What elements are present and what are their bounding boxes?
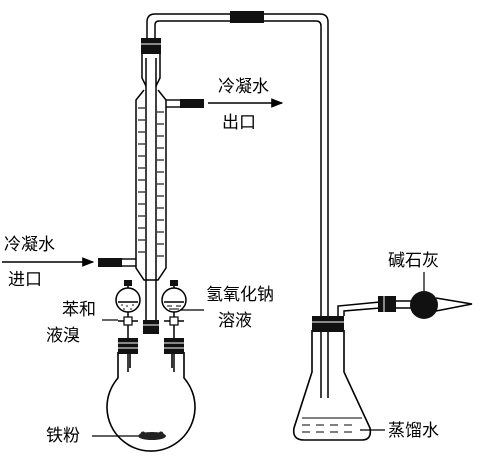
condenser-top-stopper xyxy=(141,38,161,54)
condenser-coolant-lines xyxy=(138,107,164,257)
naoh-label-line2: 溶液 xyxy=(218,311,252,331)
right-dropping-funnel xyxy=(161,284,187,372)
side-arm-tube xyxy=(337,301,381,316)
benzene-bromine-label-line1: 苯和 xyxy=(62,300,96,320)
iron-powder xyxy=(138,431,166,440)
water-outlet-label-line1: 冷凝水 xyxy=(218,77,269,97)
water-inlet-label-line1: 冷凝水 xyxy=(4,235,55,255)
water-inlet-tube xyxy=(98,258,136,267)
naoh-label-line1: 氢氧化钠 xyxy=(206,285,274,305)
benzene-bromine-label-line2: 液溴 xyxy=(46,326,80,346)
conical-flask xyxy=(292,330,372,441)
distilled-water-label: 蒸馏水 xyxy=(388,421,439,441)
tube-connector xyxy=(230,11,264,23)
water-outlet-tube xyxy=(166,99,204,108)
iron-powder-label: 铁粉 xyxy=(46,426,80,446)
conical-flask-stopper xyxy=(312,316,344,332)
water-outlet-label-line2: 出口 xyxy=(222,113,256,133)
reflux-condenser xyxy=(135,52,167,320)
left-dropping-funnel xyxy=(115,284,141,372)
flask-stoppers xyxy=(118,320,184,354)
distilled-water-liquid xyxy=(302,417,362,433)
water-inlet-label-line2: 进口 xyxy=(8,270,42,290)
round-bottom-flask xyxy=(106,352,196,452)
soda-lime-label: 碱石灰 xyxy=(388,251,439,271)
soda-lime-drying-tube xyxy=(378,291,473,319)
